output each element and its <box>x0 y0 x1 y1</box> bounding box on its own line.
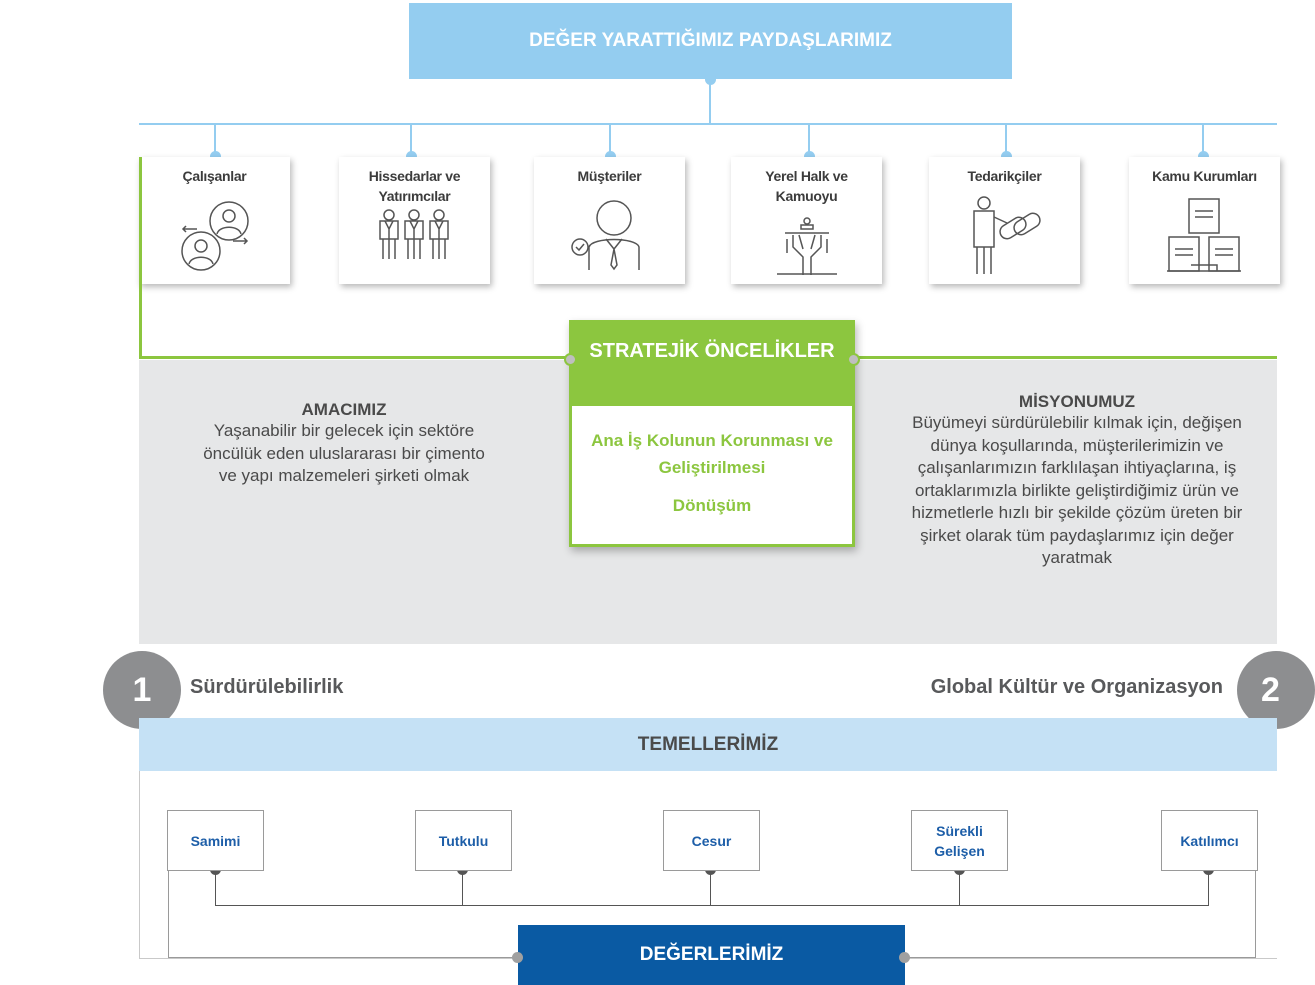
pillar-number-1: 1 <box>103 651 181 729</box>
card-connector <box>214 124 216 157</box>
values-connector-line <box>215 905 1209 906</box>
strategy-dot <box>847 353 860 366</box>
stakeholder-card-public: Yerel Halk ve Kamuoyu <box>731 157 882 284</box>
green-connector <box>139 157 142 359</box>
connector-dot <box>1001 151 1012 162</box>
purpose-title: AMACIMIZ <box>301 400 387 419</box>
mission-title: MİSYONUMUZ <box>1018 392 1136 411</box>
connector-dot <box>705 74 716 85</box>
mission-text: Büyümeyi sürdürülebilir kılmak için, değ… <box>911 413 1243 567</box>
value-box: Samimi <box>167 810 264 871</box>
purpose-block: AMACIMIZ Yaşanabilir bir gelecek için se… <box>189 400 499 488</box>
value-stem <box>1208 869 1209 906</box>
purpose-text: Yaşanabilir bir gelecek için sektöre önc… <box>203 421 485 485</box>
values-frame-line <box>168 957 519 958</box>
foundations-bar: TEMELLERİMİZ <box>139 718 1277 771</box>
values-frame-line <box>1255 810 1256 958</box>
values-frame-line <box>905 957 1256 958</box>
foundations-title: TEMELLERİMİZ <box>637 733 779 755</box>
pillar-sustainability: Sürdürülebilirlik <box>190 676 344 698</box>
stakeholder-label: Tedarikçiler <box>967 168 1042 184</box>
value-stem <box>959 869 960 906</box>
customer-icon <box>571 200 640 271</box>
value-label: Cesur <box>691 832 732 849</box>
connector-dot <box>406 151 417 162</box>
connector-dot <box>1198 151 1209 162</box>
connector-dot <box>804 151 815 162</box>
connector-dot <box>605 151 616 162</box>
documents-icon <box>1167 198 1241 272</box>
card-connector <box>410 124 412 157</box>
stakeholder-card-shareholders: Hissedarlar ve Yatırımcılar <box>339 157 490 284</box>
stakeholder-label: Yerel Halk ve Kamuoyu <box>765 168 848 204</box>
value-label: Tutkulu <box>438 832 489 849</box>
value-box: Sürekli Gelişen <box>911 810 1008 871</box>
strategy-item: Dönüşüm <box>672 496 752 515</box>
strategy-item: Ana İş Kolunun Korunması ve Geliştirilme… <box>591 431 833 477</box>
stakeholder-card-customers: Müşteriler <box>534 157 685 284</box>
green-connector <box>853 356 1277 359</box>
values-banner-dot <box>512 952 523 963</box>
strategy-dot <box>564 353 577 366</box>
value-label: Katılımcı <box>1180 832 1239 849</box>
card-connector <box>609 124 611 157</box>
strategic-priorities-title: STRATEJİK ÖNCELİKLER <box>572 323 852 406</box>
value-label: Samimi <box>190 832 241 849</box>
values-title: DEĞERLERİMİZ <box>639 944 784 965</box>
green-connector <box>139 356 571 359</box>
pillar-global-culture: Global Kültür ve Organizasyon <box>930 676 1223 698</box>
stakeholder-label: Müşteriler <box>577 168 642 184</box>
public-speaker-icon <box>777 217 837 275</box>
values-frame-line <box>905 958 1277 959</box>
value-stem <box>710 869 711 906</box>
stakeholder-label: Hissedarlar ve Yatırımcılar <box>368 168 461 204</box>
value-label: Sürekli Gelişen <box>934 822 985 859</box>
supplier-chain-icon <box>973 196 1041 274</box>
shareholders-icon <box>379 209 449 259</box>
value-box: Katılımcı <box>1161 810 1258 871</box>
employees-icon <box>181 201 249 271</box>
stakeholder-card-public-institutions: Kamu Kurumları <box>1129 157 1280 284</box>
value-box: Tutkulu <box>415 810 512 871</box>
card-connector <box>808 124 810 157</box>
value-stem <box>462 869 463 906</box>
stakeholders-title: DEĞER YARATTIĞIMIZ PAYDAŞLARIMIZ <box>529 30 892 51</box>
stakeholder-card-employees: Çalışanlar <box>139 157 290 284</box>
stakeholder-card-suppliers: Tedarikçiler <box>929 157 1080 284</box>
pillar-number-2: 2 <box>1237 651 1315 729</box>
values-banner: DEĞERLERİMİZ <box>518 925 905 985</box>
strategic-priorities-box: STRATEJİK ÖNCELİKLER Ana İş Kolunun Koru… <box>569 320 855 547</box>
values-frame-line <box>168 810 169 958</box>
gray-side-line <box>139 771 140 959</box>
value-stem <box>215 869 216 906</box>
card-connector <box>1005 124 1007 157</box>
pillar-number-text: 2 <box>1261 670 1280 709</box>
values-banner-dot <box>899 952 910 963</box>
card-connector <box>1202 124 1204 157</box>
value-box: Cesur <box>663 810 760 871</box>
stakeholder-label: Kamu Kurumları <box>1152 168 1257 184</box>
stakeholders-banner: DEĞER YARATTIĞIMIZ PAYDAŞLARIMIZ <box>409 3 1012 79</box>
mission-block: MİSYONUMUZ Büyümeyi sürdürülebilir kılma… <box>892 392 1262 570</box>
connector-dot <box>210 151 221 162</box>
pillar-number-text: 1 <box>132 670 152 709</box>
stakeholder-bus-line <box>139 123 1277 125</box>
banner-connector <box>709 79 711 124</box>
values-frame-line <box>139 958 519 959</box>
stakeholder-label: Çalışanlar <box>182 168 247 184</box>
